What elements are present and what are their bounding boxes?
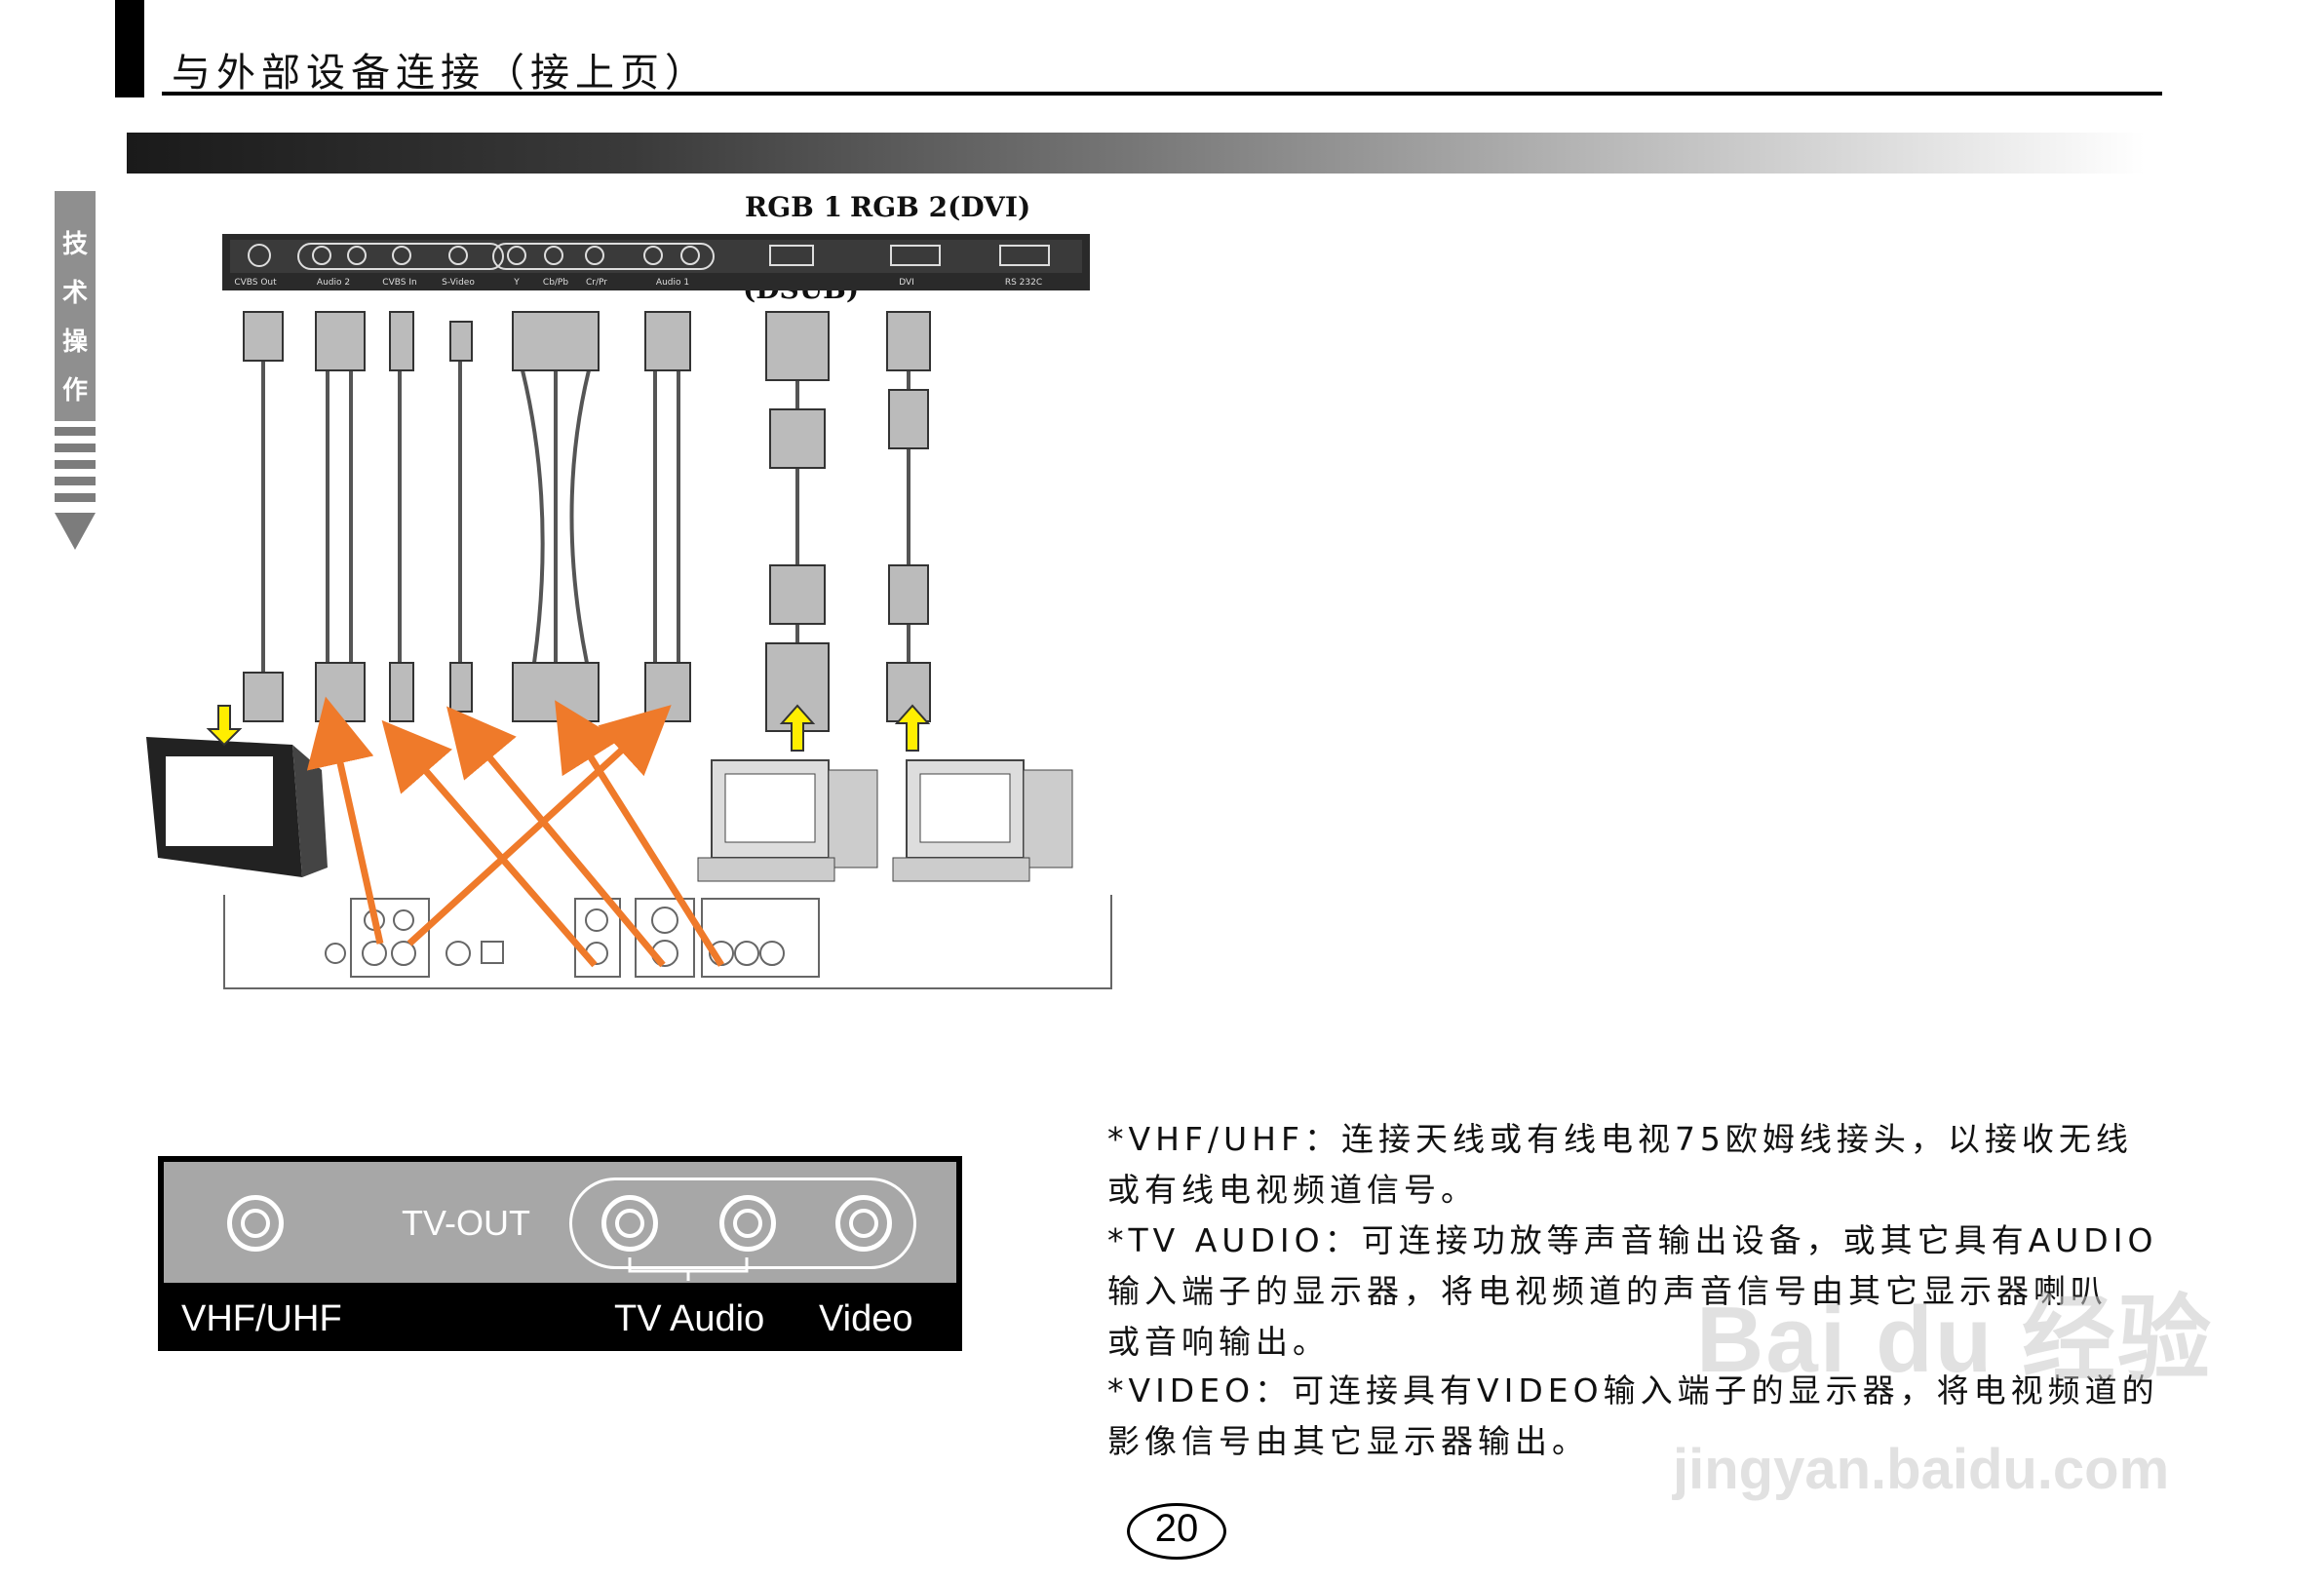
rear-panel-label: S-Video bbox=[442, 278, 475, 288]
desc-line: 输入端子的显示器，将电视频道的声音信号由其它显示器喇叭 bbox=[1107, 1272, 2108, 1310]
rear-panel-label: DVI bbox=[899, 278, 914, 288]
rear-panel-label: Audio 1 bbox=[656, 278, 689, 288]
desc-line: *TV AUDIO：可连接功放等声音输出设备，或其它具有AUDIO bbox=[1107, 1221, 2158, 1259]
rear-panel-label: CVBS In bbox=[382, 278, 416, 288]
video-jack bbox=[835, 1195, 892, 1252]
desc-line: 或有线电视频道信号。 bbox=[1107, 1171, 1478, 1209]
page-number: 20 bbox=[1154, 1507, 1199, 1550]
rear-panel-strip bbox=[222, 234, 1090, 290]
video-label: Video bbox=[819, 1298, 913, 1339]
header-block-mark bbox=[115, 0, 144, 97]
rear-panel-label: Audio 2 bbox=[317, 278, 350, 288]
header-rule bbox=[162, 92, 2162, 96]
rear-panel-label: Y bbox=[513, 278, 520, 288]
rgb1-label: RGB 1 bbox=[745, 191, 843, 223]
rear-panel-label: Cr/Pr bbox=[586, 278, 607, 288]
side-tab-arrow-icon bbox=[55, 513, 96, 550]
page-title: 与外部设备连接（接上页） bbox=[172, 51, 710, 96]
side-tab-stripes bbox=[55, 427, 96, 511]
rear-panel-label: CVBS Out bbox=[234, 278, 277, 288]
tv-out-label: TV-OUT bbox=[402, 1203, 530, 1243]
audio-bracket bbox=[628, 1257, 749, 1281]
tv-audio-left-jack bbox=[601, 1195, 658, 1252]
vhf-uhf-jack bbox=[227, 1195, 284, 1252]
watermark-url: jingyan.baidu.com bbox=[1673, 1438, 2170, 1501]
vhf-uhf-label: VHF/UHF bbox=[181, 1298, 342, 1339]
desc-line: 影像信号由其它显示器输出。 bbox=[1107, 1422, 1589, 1460]
watermark-logo: Bai du 经验 bbox=[1696, 1288, 2214, 1392]
pc-illustration-2 bbox=[892, 759, 1073, 882]
tv-out-group-outline bbox=[569, 1178, 916, 1269]
tv-audio-label: TV Audio bbox=[614, 1298, 765, 1339]
side-tab-char: 作 bbox=[61, 376, 88, 405]
rear-panel-label: Cb/Pb bbox=[543, 278, 568, 288]
rear-panel-label: RS 232C bbox=[1005, 278, 1042, 288]
pc-illustration-1 bbox=[697, 759, 878, 882]
side-section-tab: 技 术 操 作 bbox=[55, 191, 96, 421]
side-tab-char: 术 bbox=[61, 279, 88, 308]
tv-connector-panel-face bbox=[164, 1162, 956, 1283]
rgb2-label: RGB 2(DVI) bbox=[850, 191, 1031, 223]
side-tab-char: 技 bbox=[61, 230, 88, 259]
tv-audio-right-jack bbox=[719, 1195, 776, 1252]
tv-illustration bbox=[146, 737, 328, 877]
desc-line: *VHF/UHF：连接天线或有线电视75欧姆线接头，以接收无线 bbox=[1107, 1120, 2133, 1158]
desc-line: 或音响输出。 bbox=[1107, 1323, 1330, 1361]
desc-line: *VIDEO：可连接具有VIDEO输入端子的显示器，将电视频道的 bbox=[1107, 1371, 2159, 1409]
device-rear-panel bbox=[223, 895, 1112, 989]
gradient-banner bbox=[127, 133, 2145, 174]
side-tab-char: 操 bbox=[61, 328, 88, 357]
page-number-oval bbox=[1127, 1503, 1226, 1560]
